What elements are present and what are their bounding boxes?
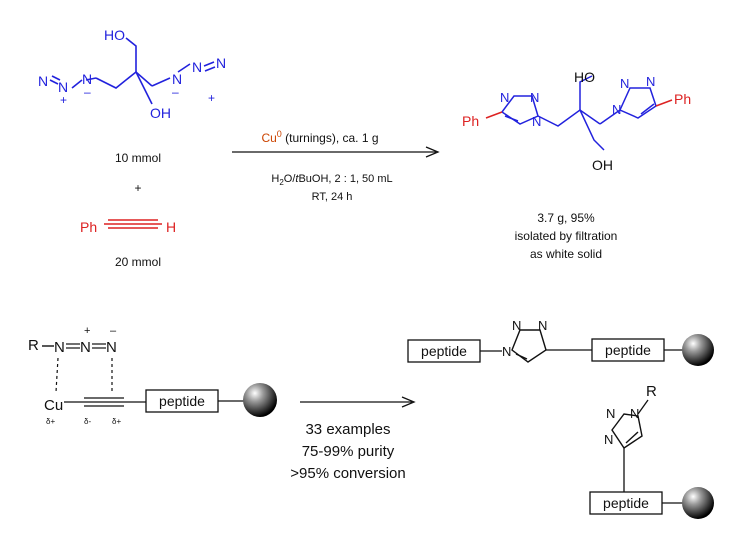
phenylacetylene-ph-label: Ph xyxy=(80,219,97,235)
ts-n1: N xyxy=(54,339,65,356)
p2-triazole xyxy=(611,413,643,449)
product-ch2-oh-top xyxy=(579,75,593,110)
left-azide-minus-charge: – xyxy=(84,85,91,99)
product-right-triazole-n2: N xyxy=(620,76,629,91)
ts-delta-c2: δ+ xyxy=(112,417,121,426)
ts-resin-bead xyxy=(243,383,277,417)
p2-n3: N xyxy=(604,432,613,447)
p1-n2: N xyxy=(512,318,521,333)
right-azide-bonds xyxy=(177,61,216,73)
p2-resin-bead xyxy=(682,487,714,519)
product-left-triazole-n1: N xyxy=(500,90,509,105)
right-triazole-ring xyxy=(619,87,657,119)
product-left-triazole-n2: N xyxy=(530,90,539,105)
p2-n1: N xyxy=(606,406,615,421)
right-azide-n1: N xyxy=(172,71,182,87)
catalyst-oxidation-state: 0 xyxy=(277,129,282,139)
ts-plus-charge: + xyxy=(84,325,90,337)
time-conditions: RT, 24 h xyxy=(312,191,353,203)
bis-triazole-product xyxy=(485,75,673,151)
product-ch2-oh-bottom xyxy=(579,109,605,151)
ts-minus-charge: – xyxy=(110,325,117,337)
triple-bond xyxy=(104,219,162,229)
right-azide-bond-to-ch2 xyxy=(151,77,171,87)
product-linker xyxy=(537,109,601,127)
p1-triazole xyxy=(511,329,547,363)
left-azide-n1: N xyxy=(38,73,48,89)
product-ph-left: Ph xyxy=(462,113,479,129)
result-line2: isolated by filtration xyxy=(515,229,618,243)
product-ho-label: HO xyxy=(574,69,595,85)
ts-peptide-label: peptide xyxy=(159,393,205,409)
ts-triple-bond xyxy=(84,397,124,407)
catalyst-description: (turnings), ca. 1 g xyxy=(282,131,379,145)
left-triazole-double-bond xyxy=(504,115,519,122)
product-bond-to-right-triazole xyxy=(599,109,621,125)
p2-peptide-label: peptide xyxy=(603,495,649,511)
product-right-triazole-n3: N xyxy=(646,74,655,89)
ts-cu-label: Cu xyxy=(44,397,63,414)
result-line3: as white solid xyxy=(530,247,602,261)
reaction-arrow-top xyxy=(232,146,440,158)
product-oh-label: OH xyxy=(592,157,613,173)
catalyst-conditions: Cu0 (turnings), ca. 1 g xyxy=(261,129,378,145)
bis-azide-amount: 10 mmol xyxy=(115,151,161,165)
p1-n1: N xyxy=(502,344,511,359)
ts-dashed-bonds xyxy=(55,357,113,393)
left-azide-n3: N xyxy=(82,71,92,87)
result-line1: 3.7 g, 95% xyxy=(537,211,595,225)
ts-azide-bonds xyxy=(66,343,106,349)
ts-delta-cu: δ+ xyxy=(46,417,55,426)
p1-peptide-right-label: peptide xyxy=(605,342,651,358)
bis-azide-reactant xyxy=(49,37,216,105)
left-phenyl-bond xyxy=(485,111,503,119)
right-triazole-double-bond xyxy=(640,103,655,115)
bis-azide-oh-label: OH xyxy=(150,105,171,121)
right-azide-n3: N xyxy=(216,55,226,71)
left-azide-bond-to-ch2 xyxy=(85,77,97,81)
bis-azide-ch2-to-oh-bottom xyxy=(135,71,153,105)
stats-line3: >95% conversion xyxy=(290,465,406,482)
phenylacetylene-h-label: H xyxy=(166,219,176,235)
ts-delta-c1: δ- xyxy=(84,417,91,426)
solvent-conditions: H2O/tBuOH, 2 : 1, 50 mL xyxy=(271,173,392,187)
p2-r-bond xyxy=(637,399,649,415)
product-ph-right: Ph xyxy=(674,91,691,107)
ts-r-label: R xyxy=(28,337,39,354)
ts-n2: N xyxy=(80,339,91,356)
p2-n2: N xyxy=(630,406,639,421)
bis-azide-ho-label: HO xyxy=(104,27,125,43)
plus-sign: + xyxy=(134,181,141,195)
left-azide-bonds xyxy=(49,75,83,89)
bis-azide-ch2-oh xyxy=(125,37,137,72)
p2-r-label: R xyxy=(646,383,657,400)
right-azide-plus-charge: + xyxy=(208,91,215,105)
reaction-arrow-bottom xyxy=(300,396,416,408)
phenylacetylene-amount: 20 mmol xyxy=(115,255,161,269)
left-azide-n2: N xyxy=(58,79,68,95)
product-left-triazole-n3: N xyxy=(532,114,541,129)
p1-resin-bead xyxy=(682,334,714,366)
p1-n3: N xyxy=(538,318,547,333)
ts-n3: N xyxy=(106,339,117,356)
catalyst-element: Cu xyxy=(261,131,276,145)
left-azide-plus-charge: + xyxy=(60,93,67,107)
product-right-triazole-n1: N xyxy=(612,102,621,117)
left-triazole-ring xyxy=(500,95,539,125)
right-azide-n2: N xyxy=(192,59,202,75)
stats-line2: 75-99% purity xyxy=(302,443,395,460)
right-phenyl-bond xyxy=(655,99,673,107)
right-azide-minus-charge: – xyxy=(172,85,179,99)
stats-line1: 33 examples xyxy=(305,421,390,438)
bis-azide-skeleton xyxy=(95,70,153,89)
p1-peptide-left-label: peptide xyxy=(421,343,467,359)
